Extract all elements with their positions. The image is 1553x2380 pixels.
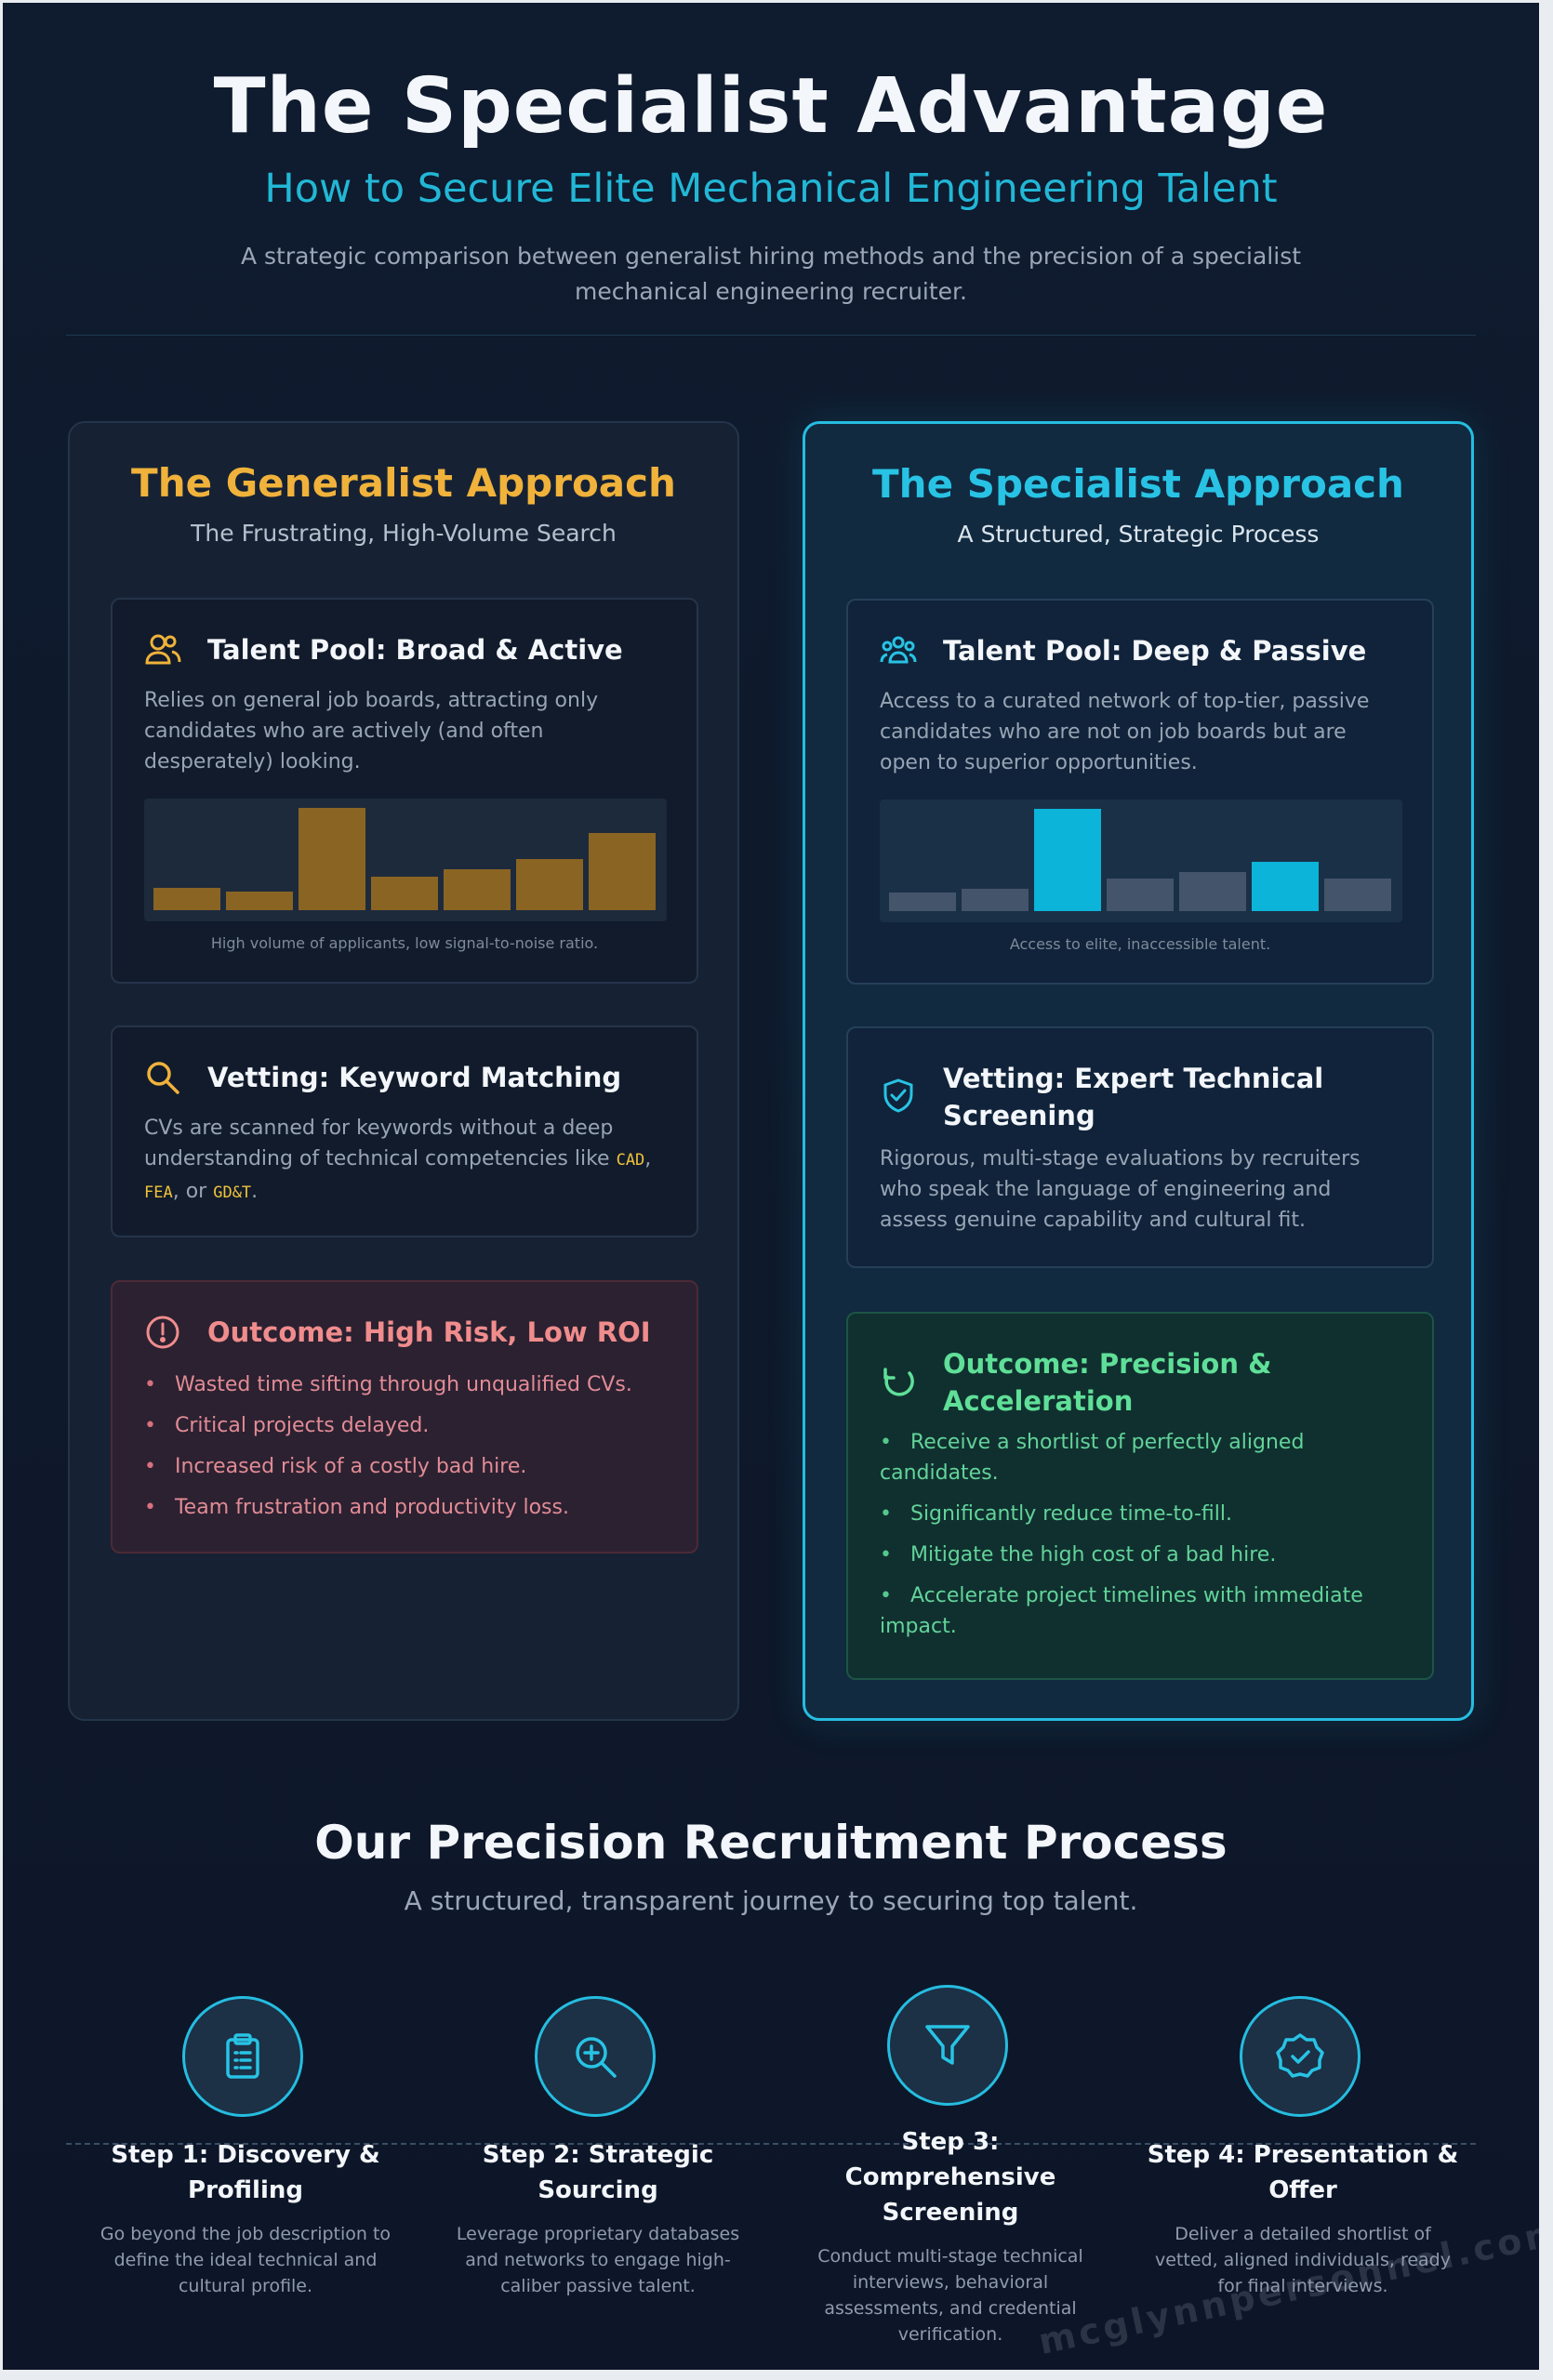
chart-bar: [962, 889, 1029, 911]
specialist-title: The Specialist Approach: [872, 461, 1404, 507]
generalist-vetting-title: Vetting: Keyword Matching: [207, 1062, 622, 1093]
specialist-vetting-text: Rigorous, multi-stage evaluations by rec…: [880, 1147, 1361, 1232]
list-item: Team frustration and productivity loss.: [144, 1492, 669, 1523]
list-item: Critical projects delayed.: [144, 1410, 669, 1441]
chart-bar: [1324, 879, 1391, 911]
step-title: Step 3: Comprehensive Screening: [844, 2128, 1056, 2227]
group-icon: [880, 632, 917, 669]
generalist-talent-card: Talent Pool: Broad & Active Relies on ge…: [111, 598, 698, 984]
step-text: Go beyond the job description to define …: [100, 2224, 392, 2296]
generalist-panel: The Generalist Approach The Frustrating,…: [68, 421, 739, 1721]
list-item: Receive a shortlist of perfectly aligned…: [880, 1427, 1404, 1488]
chart-bar: [1034, 809, 1101, 911]
chart-bar: [299, 808, 365, 910]
code-cad: CAD: [616, 1151, 645, 1170]
specialist-talent-chart: [880, 800, 1402, 922]
specialist-talent-text: Access to a curated network of top-tier,…: [880, 690, 1370, 774]
specialist-panel: The Specialist Approach A Structured, St…: [803, 421, 1474, 1721]
search-icon: [144, 1059, 181, 1096]
code-gdt: GD&T: [213, 1183, 252, 1202]
specialist-outcome-card: Outcome: Precision & Acceleration Receiv…: [846, 1312, 1434, 1680]
chart-bar: [1179, 872, 1246, 911]
alert-circle-icon: [144, 1314, 181, 1351]
chart-bar: [444, 869, 511, 910]
process-step-1: Step 1: Discovery & Profiling Go beyond …: [87, 2137, 404, 2299]
list-item: Significantly reduce time-to-fill.: [880, 1499, 1404, 1529]
chart-bar: [153, 888, 220, 910]
chart-bar: [516, 859, 583, 910]
generalist-outcome-list: Wasted time sifting through unqualified …: [144, 1369, 669, 1533]
step-text: Conduct multi-stage technical interviews…: [817, 2246, 1083, 2345]
clipboard-icon: [182, 1996, 303, 2117]
chart-bar: [226, 892, 293, 910]
step-title: Step 1: Discovery & Profiling: [111, 2141, 380, 2204]
generalist-talent-text: Relies on general job boards, attracting…: [144, 689, 599, 774]
intro-text: A strategic comparison between generalis…: [240, 243, 1302, 305]
chart-bar: [1252, 862, 1319, 911]
chart-bar: [889, 892, 956, 911]
specialist-vetting-title: Vetting: Expert Technical Screening: [943, 1063, 1324, 1131]
generalist-vetting-text: CVs are scanned for keywords without a d…: [144, 1117, 652, 1203]
generalist-vetting-card: Vetting: Keyword Matching CVs are scanne…: [111, 1025, 698, 1237]
search-plus-icon: [535, 1996, 656, 2117]
process-timeline: [66, 2143, 1476, 2145]
specialist-talent-title: Talent Pool: Deep & Passive: [943, 635, 1367, 667]
badge-check-icon: [1240, 1996, 1361, 2117]
specialist-vetting-card: Vetting: Expert Technical Screening Rigo…: [846, 1026, 1434, 1268]
list-item: Increased risk of a costly bad hire.: [144, 1451, 669, 1482]
filter-icon: [887, 1985, 1008, 2106]
process-step-4: Step 4: Presentation & Offer Deliver a d…: [1145, 2137, 1461, 2299]
step-title: Step 2: Strategic Sourcing: [482, 2141, 714, 2204]
generalist-talent-chart: [144, 799, 667, 921]
step-text: Deliver a detailed shortlist of vetted, …: [1155, 2224, 1451, 2296]
infographic-page: The Specialist Advantage How to Secure E…: [3, 3, 1539, 2370]
code-fea: FEA: [144, 1183, 173, 1202]
list-item: Mitigate the high cost of a bad hire.: [880, 1540, 1404, 1570]
specialist-subtitle: A Structured, Strategic Process: [957, 521, 1320, 548]
process-subtitle: A structured, transparent journey to sec…: [404, 1885, 1138, 1916]
chart-bar: [589, 833, 656, 910]
process-step-3: Step 3: Comprehensive Screening Conduct …: [792, 2124, 1108, 2347]
specialist-outcome-list: Receive a shortlist of perfectly aligned…: [880, 1427, 1404, 1652]
specialist-chart-caption: Access to elite, inaccessible talent.: [1009, 935, 1271, 953]
generalist-outcome-title: Outcome: High Risk, Low ROI: [207, 1316, 651, 1348]
specialist-outcome-title: Outcome: Precision & Acceleration: [943, 1348, 1272, 1417]
step-text: Leverage proprietary databases and netwo…: [456, 2224, 740, 2296]
generalist-talent-title: Talent Pool: Broad & Active: [207, 634, 623, 666]
page-subtitle: How to Secure Elite Mechanical Engineeri…: [264, 165, 1278, 212]
list-item: Wasted time sifting through unqualified …: [144, 1369, 669, 1400]
generalist-chart-caption: High volume of applicants, low signal-to…: [210, 934, 599, 952]
users-icon: [144, 631, 181, 668]
header: The Specialist Advantage How to Secure E…: [3, 60, 1539, 310]
chart-bar: [1107, 879, 1174, 911]
header-divider: [66, 335, 1476, 336]
generalist-outcome-card: Outcome: High Risk, Low ROI Wasted time …: [111, 1280, 698, 1554]
shield-check-icon: [880, 1077, 917, 1114]
process-title: Our Precision Recruitment Process: [314, 1816, 1228, 1870]
process-step-2: Step 2: Strategic Sourcing Leverage prop…: [440, 2137, 756, 2299]
page-title: The Specialist Advantage: [213, 62, 1329, 151]
chart-bar: [371, 877, 438, 910]
generalist-subtitle: The Frustrating, High-Volume Search: [191, 520, 617, 547]
refresh-icon: [880, 1362, 917, 1399]
specialist-talent-card: Talent Pool: Deep & Passive Access to a …: [846, 599, 1434, 985]
list-item: Accelerate project timelines with immedi…: [880, 1580, 1404, 1642]
generalist-title: The Generalist Approach: [131, 460, 676, 506]
step-title: Step 4: Presentation & Offer: [1147, 2141, 1459, 2204]
